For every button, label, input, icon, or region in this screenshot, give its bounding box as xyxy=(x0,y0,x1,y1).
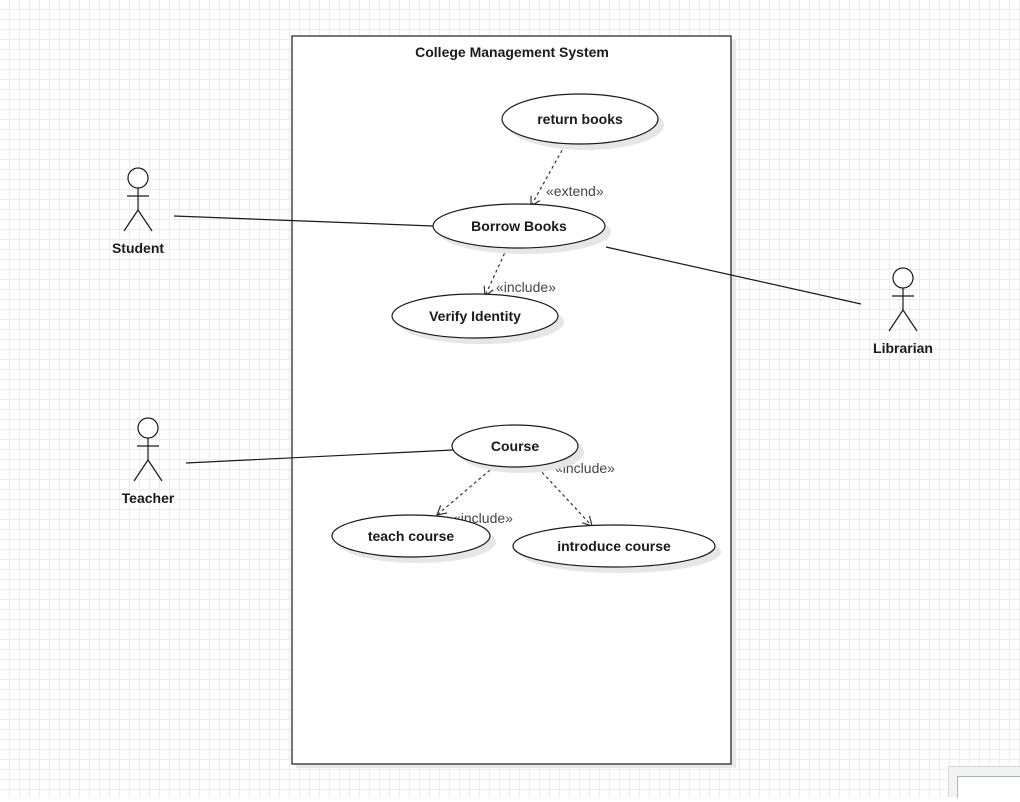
use-case-label: Borrow Books xyxy=(471,218,567,234)
use-case-label: introduce course xyxy=(557,538,671,554)
outline-viewport[interactable] xyxy=(957,776,1020,798)
association-student-borrow[interactable] xyxy=(173,215,434,227)
actor-student[interactable]: Student xyxy=(112,167,164,256)
use-case-introduce-course[interactable]: introduce course xyxy=(512,524,721,573)
system-title: College Management System xyxy=(415,44,609,60)
include-arrow-course-introduce[interactable] xyxy=(537,467,593,527)
include-arrow-borrow-verify[interactable] xyxy=(483,247,508,298)
use-case-verify-identity[interactable]: Verify Identity xyxy=(391,293,564,344)
use-case-borrow-books[interactable]: Borrow Books xyxy=(432,203,611,254)
use-case-label: Verify Identity xyxy=(429,308,521,324)
stick-figure-icon xyxy=(133,417,163,482)
use-case-course[interactable]: Course xyxy=(451,424,584,473)
include-label-verify: «include» xyxy=(496,279,556,295)
system-boundary[interactable]: College Management System xyxy=(291,35,736,768)
stick-figure-icon xyxy=(123,167,153,232)
extend-label: «extend» xyxy=(546,183,604,199)
actor-label: Teacher xyxy=(122,490,175,506)
association-teacher-course[interactable] xyxy=(185,449,454,464)
actor-teacher[interactable]: Teacher xyxy=(122,417,175,506)
use-case-label: return books xyxy=(537,111,623,127)
association-borrow-librarian[interactable] xyxy=(605,246,862,305)
use-case-label: teach course xyxy=(368,528,455,544)
use-case-teach-course[interactable]: teach course xyxy=(331,514,496,563)
outline-panel[interactable] xyxy=(948,766,1020,798)
actor-label: Student xyxy=(112,240,164,256)
stick-figure-icon xyxy=(888,267,918,332)
actor-label: Librarian xyxy=(873,340,933,356)
use-case-return-books[interactable]: return books xyxy=(501,93,664,150)
actor-librarian[interactable]: Librarian xyxy=(873,267,933,356)
use-case-label: Course xyxy=(491,438,539,454)
